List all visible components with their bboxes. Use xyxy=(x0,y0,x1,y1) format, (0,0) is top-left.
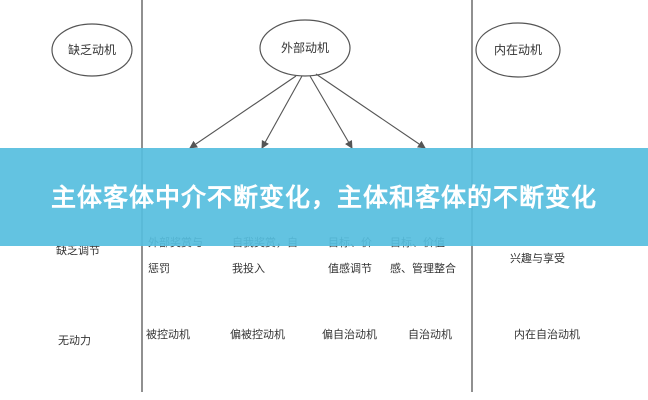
node-internal-motivation-label: 内在动机 xyxy=(494,43,542,57)
node-external-motivation-label: 外部动机 xyxy=(281,40,329,55)
regulation-cell: 缺乏调节 xyxy=(56,243,100,257)
regulation-cell: 惩罚 xyxy=(148,262,170,275)
arrow-to-external-regulation xyxy=(189,75,297,149)
arrow-to-integrated-regulation xyxy=(315,73,426,149)
node-internal-motivation: 内在动机 xyxy=(475,22,561,78)
regulation-cell: 值感调节 xyxy=(328,262,372,275)
motivation-row: 无动力 被控动机 偏被控动机 偏自治动机 自治动机 内在自治动机 xyxy=(58,327,580,347)
regulation-cell: 感、管理整合 xyxy=(390,261,456,275)
motivation-cell: 无动力 xyxy=(58,334,91,347)
title-banner: 主体客体中介不断变化，主体和客体的不断变化 xyxy=(0,148,648,246)
banner-title: 主体客体中介不断变化，主体和客体的不断变化 xyxy=(50,182,597,212)
node-external-motivation: 外部动机 xyxy=(259,19,351,77)
node-lack-motivation: 缺乏动机 xyxy=(51,23,133,77)
motivation-cell: 自治动机 xyxy=(408,327,452,341)
regulation-cell: 我投入 xyxy=(232,261,265,275)
arrow-to-identified-regulation xyxy=(309,75,353,149)
node-lack-motivation-label: 缺乏动机 xyxy=(68,42,116,57)
motivation-cell: 内在自治动机 xyxy=(514,327,580,341)
motivation-cell: 被控动机 xyxy=(146,327,190,341)
regulation-cell: 兴趣与享受 xyxy=(510,251,565,265)
motivation-cell: 偏自治动机 xyxy=(322,327,377,341)
arrow-to-introjected-regulation xyxy=(261,75,303,149)
motivation-cell: 偏被控动机 xyxy=(230,327,285,341)
